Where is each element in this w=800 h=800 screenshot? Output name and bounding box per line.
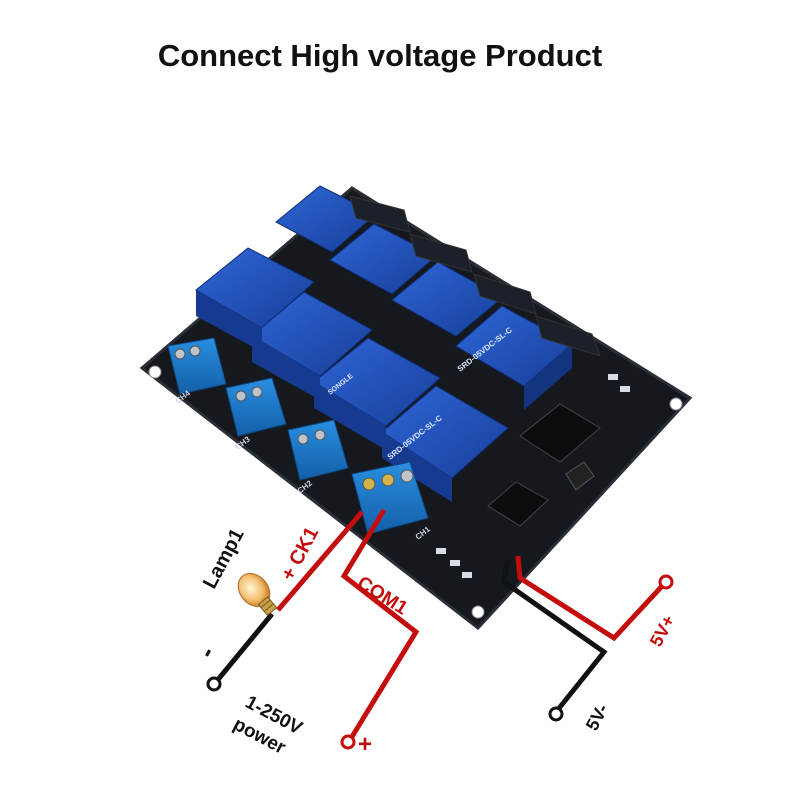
terminal-back xyxy=(409,233,473,273)
plus-label: + xyxy=(358,731,372,758)
screw-icon xyxy=(174,348,186,360)
ck1-label: + CK1 xyxy=(277,523,323,584)
terminal-back xyxy=(535,315,601,357)
terminal-ring-plus-icon xyxy=(340,734,356,750)
screw-icon xyxy=(189,345,201,357)
relay-row-front xyxy=(195,247,509,479)
terminal-back xyxy=(473,273,537,315)
relay-6-side xyxy=(252,336,320,400)
screw-icon xyxy=(362,477,376,491)
minus-label: - xyxy=(191,641,222,663)
relay-4-side xyxy=(314,382,386,450)
screw-icon xyxy=(400,469,414,483)
page-title: Connect High voltage Product xyxy=(157,38,603,73)
mount-hole-icon xyxy=(148,365,162,379)
wire-lamp-minus xyxy=(214,612,274,684)
status-leds xyxy=(436,374,630,578)
wire-com1 xyxy=(340,508,420,742)
vplus-label: 5V+ xyxy=(646,612,679,650)
optocoupler-ic xyxy=(487,481,549,527)
mount-hole-icon xyxy=(471,605,485,619)
com1-label: COM1 xyxy=(353,572,411,619)
screw-icon xyxy=(314,429,326,441)
lamp-icon xyxy=(237,573,278,617)
wire-5v-minus xyxy=(501,559,608,714)
terminal-ring-minus-icon xyxy=(206,676,222,692)
relay-2 xyxy=(381,385,509,479)
screw-icon xyxy=(251,386,263,398)
relay-8-side xyxy=(196,290,262,352)
relay-1-side xyxy=(524,344,572,410)
terminal-back xyxy=(349,195,411,233)
terminal-ring-5v-minus-icon xyxy=(548,706,564,722)
screw-icon xyxy=(235,390,247,402)
screw-icon xyxy=(297,433,309,445)
terminal-ring-5v-plus-icon xyxy=(658,574,674,590)
transistor xyxy=(565,461,595,491)
terminal-blocks-back xyxy=(349,195,601,357)
control-ic xyxy=(519,403,601,463)
vminus-label: 5V- xyxy=(582,701,612,734)
screw-icon xyxy=(381,473,395,487)
terminal-blocks xyxy=(167,337,429,535)
relay-6 xyxy=(251,291,373,377)
relay-2-side xyxy=(382,432,452,502)
relay-row-back xyxy=(275,185,573,387)
wire-ck1 xyxy=(276,510,364,612)
mount-hole-icon xyxy=(669,397,683,411)
wire-5v-plus xyxy=(515,555,666,642)
